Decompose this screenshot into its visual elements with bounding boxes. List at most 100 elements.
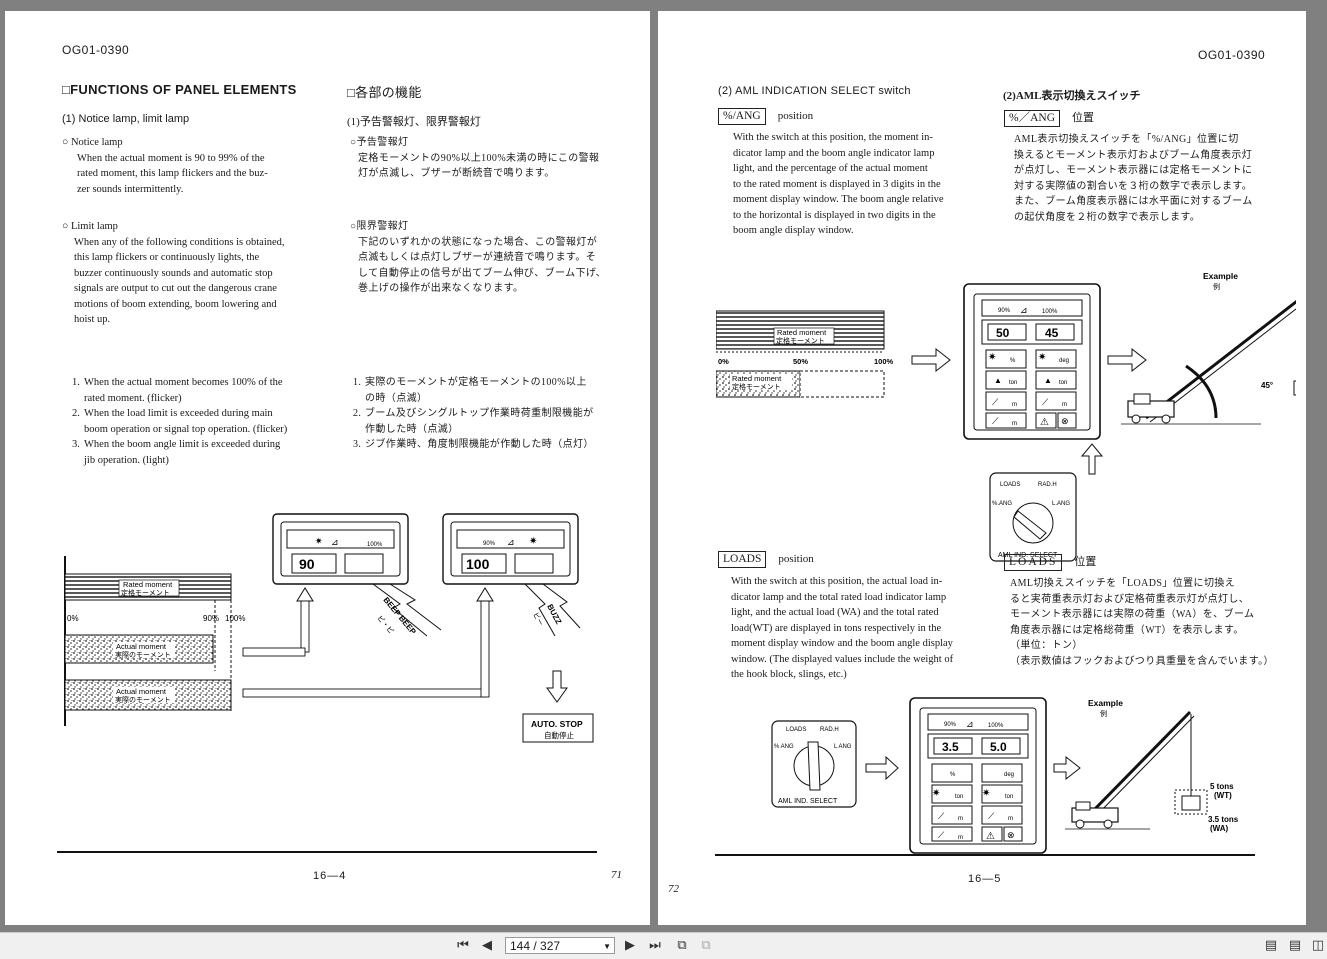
pct-0: 0% (67, 614, 79, 623)
text-line: rated moment. (flicker) (84, 392, 182, 404)
left-arrow-icon (1053, 755, 1081, 781)
moment-limit-figure: Rated moment 定格モーメント 0% 90% 100% Actual … (64, 513, 594, 743)
actual-load-display: 3.5 (942, 740, 959, 754)
text-line: の起伏角度を２桁の数字で表示します。 (1014, 211, 1201, 223)
text-line: motions of boom extending, boom lowering… (74, 298, 277, 310)
rated-load-display: 5.0 (990, 740, 1007, 754)
doc-id: OG01-0390 (1198, 48, 1266, 62)
unit-m: m (1012, 402, 1017, 408)
unit-deg: deg (1004, 772, 1014, 778)
boom-radius-icon: ⟋ (938, 811, 945, 821)
unit-m-3: m (1012, 421, 1017, 427)
loads-switch-box: LOADS (718, 551, 767, 568)
moment-display: 50 (996, 326, 1010, 340)
page-16-5: OG01-0390 (2) AML INDICATION SELECT swit… (658, 11, 1306, 925)
subsection-title-en: (2) AML INDICATION SELECT switch (718, 85, 911, 97)
example-label: Example (1203, 271, 1238, 281)
example-label-jp: 例 (1100, 709, 1107, 718)
jib-icon: ⟋ (992, 416, 999, 426)
chevron-down-icon: ▼ (603, 942, 611, 951)
pct-90-label: 90% (944, 722, 957, 728)
beep-label-jp: ピ・ピ (375, 614, 395, 635)
unit-pct: % (950, 772, 956, 778)
crane-illustration: 45° (1121, 299, 1296, 425)
actual-moment-label-jp: 定格モーメント (732, 382, 781, 391)
two-page-view-icon[interactable]: ◫ (1311, 938, 1325, 953)
buzz-bolt-icon (524, 583, 556, 637)
previous-page-icon[interactable]: ◀ (482, 938, 492, 953)
auto-stop-label-jp: 自動停止 (544, 730, 574, 740)
switch-ang-label: % ANG (774, 744, 794, 750)
footer-rule (715, 854, 1255, 856)
list-number: 1. (72, 377, 80, 388)
text-line: 下記のいずれかの状態になった場合、この警報灯が (358, 236, 598, 248)
loads-description-jp: AML切換えスイッチを「LOADS」位置に切換え ると実荷重表示灯および定格荷重… (1010, 576, 1290, 669)
switch-loads-label: LOADS (1000, 482, 1020, 488)
text-line: （表示数値はフックおよびつり具重量を含んでいます。） (1010, 655, 1274, 667)
left-arrow-icon (1107, 347, 1147, 373)
last-page-icon[interactable]: ⏭ (649, 938, 661, 953)
list-number: 1. (353, 377, 362, 388)
loads-position-label-jp: LOADS 位置 (1004, 552, 1096, 571)
switch-lang-label: L ANG (834, 744, 852, 750)
section-heading-en: □FUNCTIONS OF PANEL ELEMENTS (62, 82, 297, 97)
fit-width-icon[interactable]: ⧉ (701, 938, 711, 953)
conditions-list-jp: 1.実際のモーメントが定格モーメントの100%以上の時（点滅） 2.ブーム及びシ… (353, 375, 618, 453)
boom-radius-icon: ⟋ (992, 397, 999, 407)
subsection-title-jp: (1)予告警報灯、限界警報灯 (347, 116, 481, 128)
pct-100: 100% (225, 614, 245, 623)
text-line: this lamp flickers or continuously light… (74, 252, 260, 263)
aml-select-switch-ang: LOADS RAD.H %.ANG L.ANG AML IND. SELECT (989, 472, 1077, 562)
actual-moment-label-2: Actual moment (116, 687, 167, 696)
unit-ton: ton (1009, 380, 1017, 386)
text-line: 角度表示器には定格総荷重（WT）を表示します。 (1010, 624, 1244, 636)
first-page-icon[interactable]: ⏮ (457, 938, 469, 953)
pct-100: 100% (874, 357, 894, 366)
fit-page-icon[interactable]: ⧉ (677, 938, 687, 953)
ang-description-jp: AML表示切換えスイッチを「%/ANG」位置に切 換えるとモーメント表示灯および… (1014, 132, 1284, 225)
unit-m-2: m (1062, 402, 1067, 408)
down-arrow-icon (546, 670, 568, 703)
example-label: Example (1088, 698, 1123, 708)
page-16-4: OG01-0390 □FUNCTIONS OF PANEL ELEMENTS □… (5, 11, 650, 925)
notice-lamp-title-jp: ○予告警報灯 (350, 137, 409, 148)
switch-radh-label: RAD.H (1038, 482, 1057, 488)
document-viewport[interactable]: OG01-0390 □FUNCTIONS OF PANEL ELEMENTS □… (0, 0, 1327, 932)
loads-position-label: LOADS position (718, 549, 814, 568)
text-line: light, and the actual load (WA) and the … (731, 607, 939, 618)
angle-label: 45° (1261, 381, 1273, 390)
next-page-icon[interactable]: ▶ (625, 938, 635, 953)
page-indicator: 144 / 327 (510, 939, 561, 953)
switch-radh-label: RAD.H (820, 727, 839, 733)
lamp-flash-icon: ✷ (315, 536, 323, 546)
auto-stop-label: AUTO. STOP (531, 719, 583, 729)
text-line: 作動した時（点滅） (365, 423, 459, 435)
pct-100-label: 100% (1042, 309, 1058, 315)
text-line: signals are output to cut out the danger… (74, 283, 277, 294)
ang-position-label-jp: %／ANG 位置 (1004, 108, 1094, 127)
text-line: When the load limit is exceeded during m… (84, 408, 273, 419)
text-line: jib operation. (light) (84, 454, 169, 466)
conditions-list-en: 1.When the actual moment becomes 100% of… (72, 375, 347, 468)
pct-50: 50% (793, 357, 808, 366)
page-number-select[interactable]: 144 / 327 ▼ (505, 937, 615, 954)
section-heading-jp: □各部の機能 (347, 85, 422, 100)
boom-icon: ⊿ (1020, 305, 1028, 315)
text-line: 灯が点滅し、ブザーが断続音で鳴ります。 (358, 168, 555, 179)
sound-bolt-icon (372, 583, 428, 637)
hook-icon-2: ▲ (1044, 376, 1052, 385)
wt-sub-label: (WT) (1214, 791, 1232, 800)
auto-stop-box (522, 713, 594, 743)
continuous-view-icon[interactable]: ▤ (1288, 938, 1302, 953)
single-page-view-icon[interactable]: ▤ (1264, 938, 1278, 953)
subsection-title-en: (1) Notice lamp, limit lamp (62, 113, 190, 125)
notice-lamp-jp: ○予告警報灯 定格モーメントの90%以上100%未満の時にこの警報 灯が点滅し、… (350, 135, 610, 182)
lamp-flash-icon-2: ✷ (982, 788, 990, 799)
text-line: the hook block, slings, etc.) (731, 669, 847, 680)
moment-display-2: 100 (466, 556, 490, 572)
unit-m-2: m (1008, 816, 1013, 822)
text-line: モーメント表示器には実際の荷重（WA）を、ブーム (1010, 609, 1255, 620)
limit-lamp-jp: ○限界警報灯 下記のいずれかの状態になった場合、この警報灯が 点滅もしくは点灯し… (350, 219, 615, 297)
switch-ang-label: %.ANG (992, 501, 1012, 507)
boom-length-icon: ⟋ (1042, 397, 1049, 407)
